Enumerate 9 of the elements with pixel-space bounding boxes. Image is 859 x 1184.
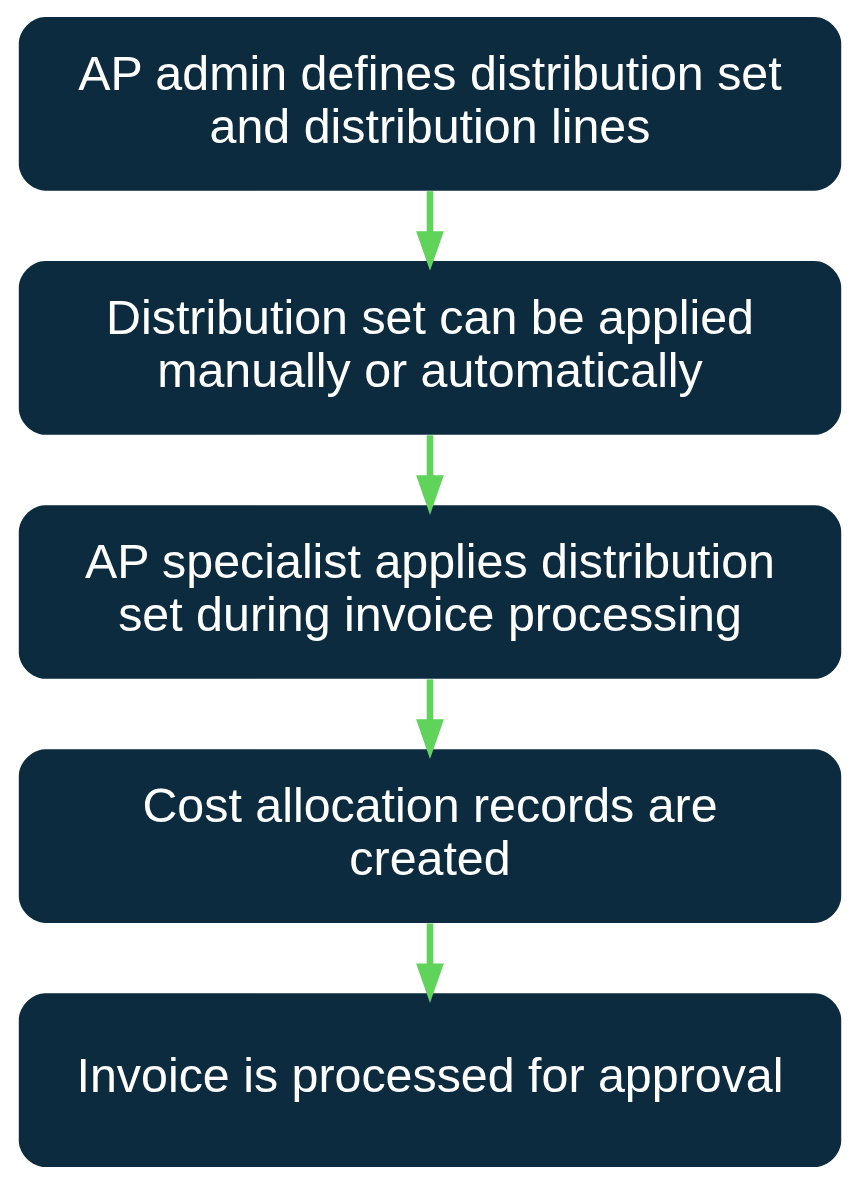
node-box: AP specialist applies distribution set during invoice processing <box>18 505 841 679</box>
arrow <box>415 923 444 1004</box>
node-box: Cost allocation records are created <box>18 749 841 923</box>
node-box: AP admin defines distribution set and distribution lines <box>18 16 841 191</box>
arrow <box>415 191 444 271</box>
arrow <box>415 679 444 759</box>
arrow <box>415 435 444 515</box>
node-box: Invoice is processed for approval <box>18 993 841 1168</box>
node-box: Distribution set can be applied manually or automatically <box>18 261 841 435</box>
